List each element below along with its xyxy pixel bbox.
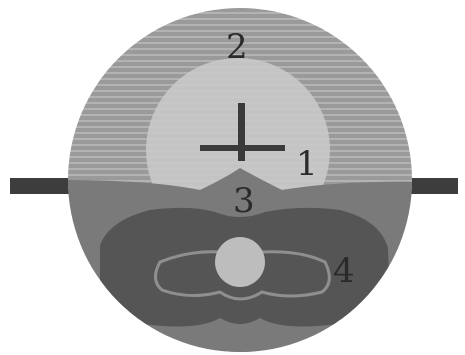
center-dot [215, 237, 265, 287]
region-label-2: 2 [226, 27, 248, 67]
region-label-1: 1 [296, 144, 318, 184]
crosshair-vertical [238, 103, 245, 161]
region-label-3: 3 [233, 181, 255, 221]
region-label-4: 4 [333, 251, 355, 291]
crosshair-horizontal [200, 145, 285, 151]
